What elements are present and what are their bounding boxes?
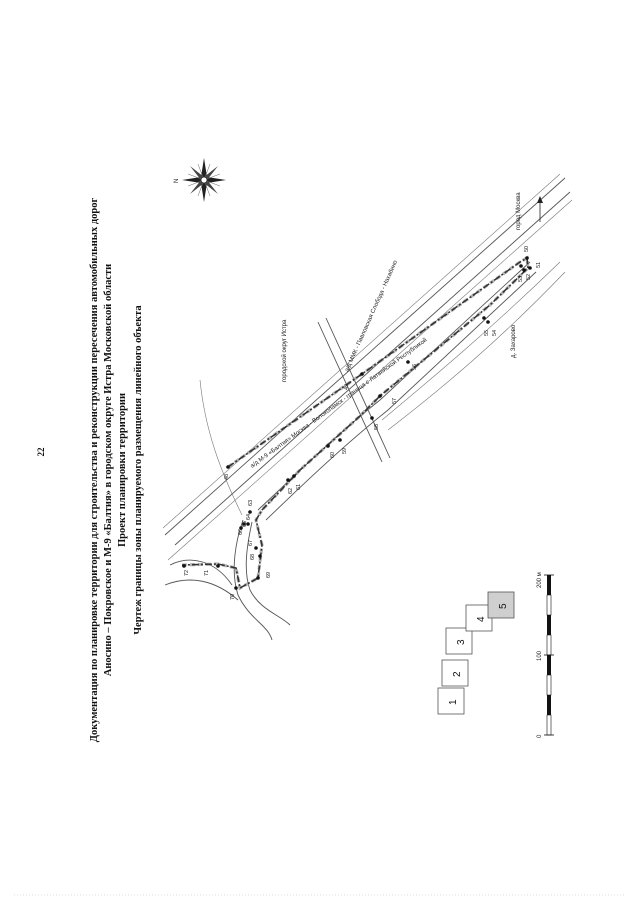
scale-bar: 0 100 200 м [537,572,554,738]
point-62: 62 [288,488,294,494]
point-55: 55 [484,330,490,336]
sheet-1-label: 1 [448,699,459,705]
boundary-points [182,256,532,590]
point-48: 48 [224,474,230,480]
label-village: д. Захарово [511,324,517,358]
compass-rose-icon [182,158,226,202]
sheet-4-label: 4 [476,616,487,622]
point-60: 60 [330,452,336,458]
compass-north-label: N [174,179,180,183]
zone-boundary [181,255,530,591]
point-52: 52 [526,274,532,280]
sheet-2 [441,659,469,687]
label-district: городской округ Истра [281,319,288,382]
title-line-1: Документация по планировке территории дл… [89,197,100,742]
point-50: 50 [524,246,530,252]
sheet-3 [445,627,473,655]
point-63: 63 [248,500,254,506]
scale-label-100: 100 [537,650,543,661]
title-line-4: Чертеж границы зоны планируемого размеще… [133,305,144,635]
point-70: 70 [230,594,236,600]
sheet-2-label: 2 [452,671,463,677]
point-57: 57 [392,398,398,404]
sheet-index: 1 2 3 4 5 [437,591,515,715]
point-56: 56 [412,364,418,370]
point-71: 71 [204,570,210,576]
label-road-m9: а/д М-9 «Балтия» Москва - Волоколамск - … [249,337,428,470]
point-54: 54 [492,330,498,336]
sheet-3-label: 3 [456,639,467,645]
point-65: 65 [242,521,248,527]
point-58: 58 [374,424,380,430]
sheet-5-current [487,591,515,619]
point-49: 49 [344,384,350,390]
scale-label-200: 200 м [537,572,543,588]
point-61: 61 [296,484,302,490]
sheet-1 [437,687,465,715]
page-number: 22 [36,447,46,457]
point-69: 69 [266,572,272,578]
point-68: 68 [250,554,256,560]
sheet-5-label: 5 [498,603,509,609]
title-line-2: Аносино – Покровское и М-9 «Балтия» в го… [103,264,114,676]
label-road-mmk: а/д ММК - Павловская Слобода - Нахабино [344,259,399,373]
point-66: 66 [238,529,244,535]
scale-label-0: 0 [537,734,543,738]
point-51: 51 [536,262,542,268]
label-to-moscow: город Москва [516,192,522,230]
title-line-3: Проект планировки территории [117,393,128,547]
point-53: 53 [518,276,524,282]
arrow-to-moscow-icon [537,196,543,222]
point-72: 72 [184,570,190,576]
point-67: 67 [248,540,254,546]
point-64: 64 [246,514,252,520]
point-number-labels: 48 49 50 51 52 53 54 55 56 57 58 59 60 6… [184,246,542,600]
point-59: 59 [342,448,348,454]
